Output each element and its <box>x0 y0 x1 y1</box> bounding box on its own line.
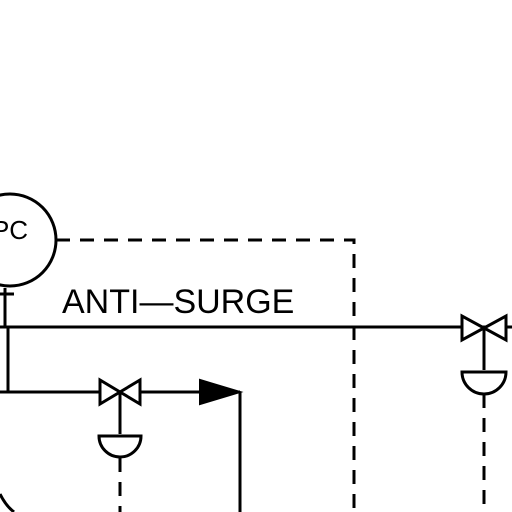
control-valve-middle[interactable] <box>97 377 143 459</box>
pressure-controller-bubble[interactable]: PC <box>0 192 58 288</box>
control-valve-right[interactable] <box>460 313 508 396</box>
anti-surge-line-label: ANTI—SURGE <box>62 283 294 321</box>
valve-actuator-icon <box>97 434 143 459</box>
branch-process-line <box>0 327 10 394</box>
instrument-tag-label: PC <box>0 215 28 245</box>
bottom-left-line-fragment <box>0 493 15 512</box>
signal-line-dashed <box>56 238 356 512</box>
flow-arrow-icon <box>199 378 244 406</box>
valve-actuator-icon <box>460 370 508 396</box>
